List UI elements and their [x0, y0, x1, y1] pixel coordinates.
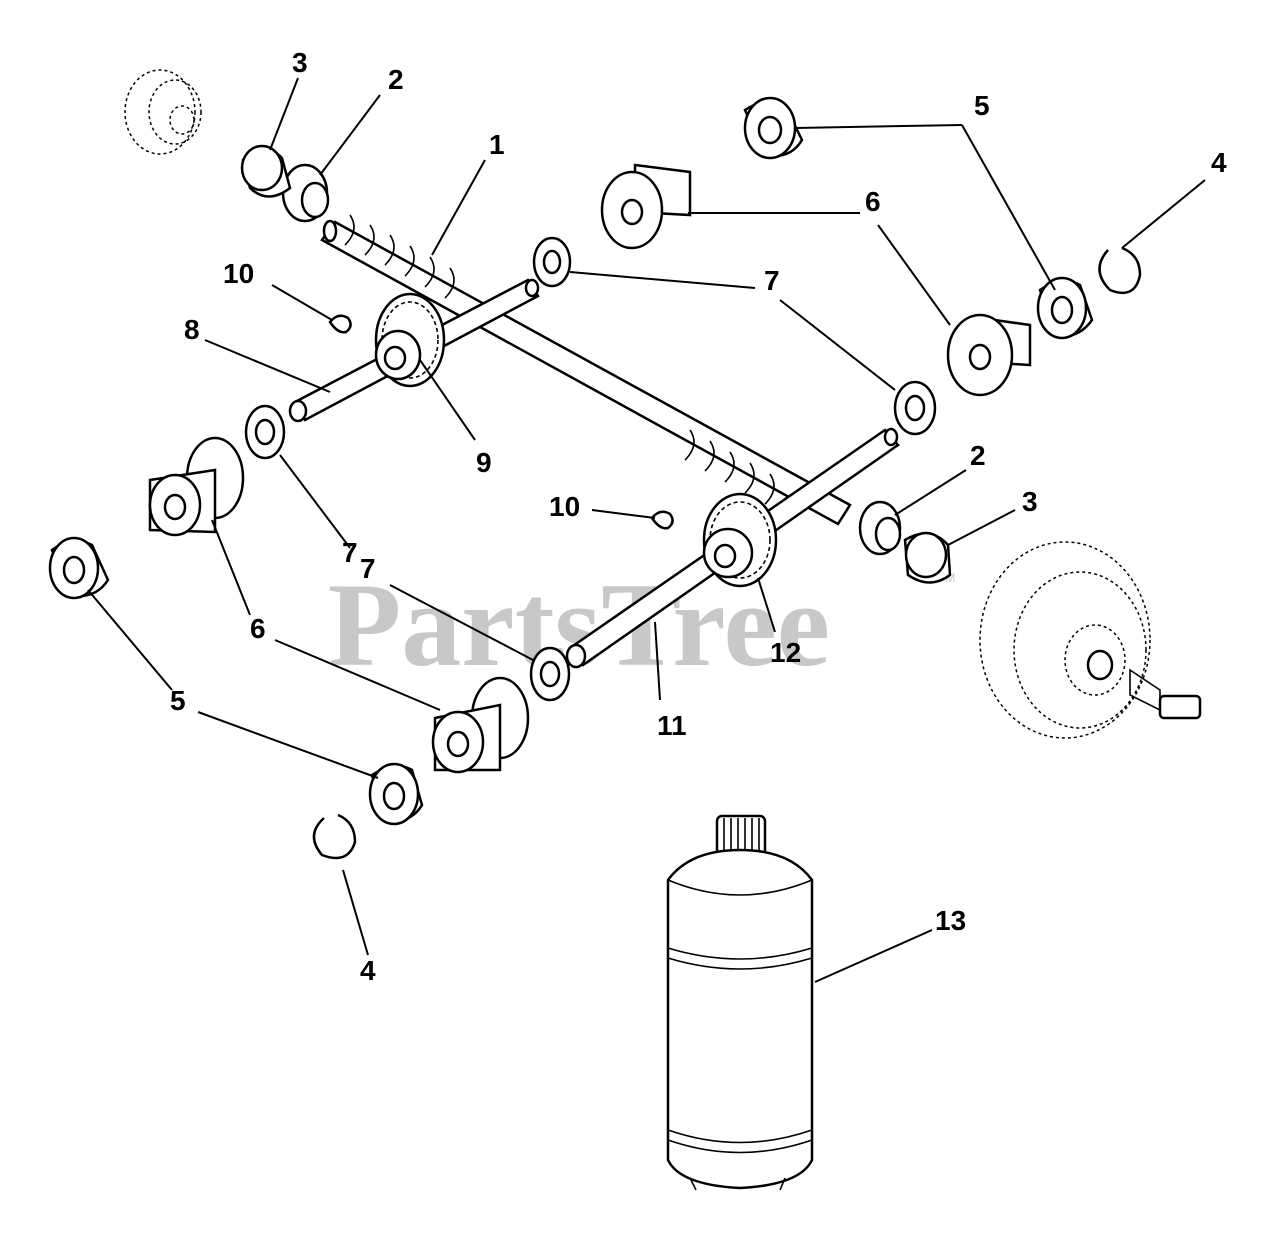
callout-7-bottom: 7: [360, 553, 376, 584]
bearing-cone-2-right: [858, 500, 902, 556]
callout-4-top: 4: [1211, 147, 1227, 178]
flange-bushing-6-top: [600, 163, 692, 250]
leader-lines: [87, 77, 1206, 983]
washer-7-right: [893, 380, 937, 436]
bushing-5-right: [1036, 276, 1094, 340]
bushing-5-left: [48, 536, 110, 600]
callout-1: 1: [489, 129, 505, 160]
callout-3-right: 3: [1022, 486, 1038, 517]
callout-labels: 1 2 3 2 3 4 4 5 5 6 6 7 7 7 8 9 10 10 11…: [170, 47, 1227, 986]
callout-6-top: 6: [865, 186, 881, 217]
flange-bushing-6-bottom: [431, 676, 530, 774]
callout-7-top: 7: [764, 265, 780, 296]
callout-10-top: 10: [223, 258, 254, 289]
washer-7-bottom: [529, 646, 571, 702]
gear-9: [374, 292, 446, 388]
callout-8: 8: [184, 314, 200, 345]
snap-ring-4-right: [1098, 246, 1142, 295]
callout-5-left: 5: [170, 685, 186, 716]
callout-3-top: 3: [292, 47, 308, 78]
key-10-middle: [650, 510, 674, 530]
ghost-pulley-left: [124, 69, 202, 155]
callout-7-left: 7: [342, 537, 358, 568]
callout-11: 11: [657, 710, 687, 741]
bushing-5-top: [743, 96, 804, 160]
snap-ring-4-left: [312, 813, 357, 860]
callout-5-top: 5: [974, 90, 990, 121]
callout-6-left: 6: [250, 613, 266, 644]
flange-bushing-6-right: [946, 313, 1032, 397]
callout-2-right: 2: [970, 440, 986, 471]
gear-12: [702, 492, 778, 588]
bushing-5-bottom: [368, 762, 424, 826]
callout-10-middle: 10: [549, 491, 580, 522]
washer-7-left: [244, 404, 286, 460]
ghost-pulley-right: [979, 541, 1202, 739]
oil-bottle-13: [666, 814, 814, 1191]
callout-12: 12: [770, 637, 801, 668]
callout-9: 9: [476, 447, 492, 478]
callout-2-top: 2: [388, 64, 404, 95]
bearing-cup-3-top: [240, 144, 292, 198]
key-10-top: [328, 314, 352, 334]
flange-bushing-6-left: [148, 436, 245, 537]
bearing-cup-3-right: [903, 531, 952, 584]
callout-13: 13: [935, 905, 966, 936]
washer-7-top: [532, 236, 572, 288]
callout-4-bottom: 4: [360, 955, 376, 986]
worm-shaft: [320, 214, 852, 526]
